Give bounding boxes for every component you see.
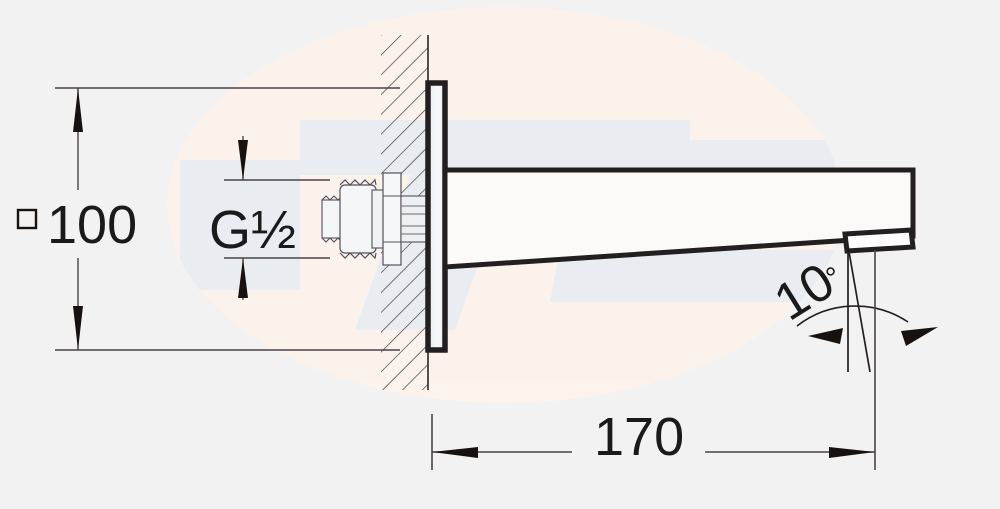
body-thread-bottom	[339, 252, 377, 260]
dimension-label-height: 100	[47, 195, 137, 255]
angle-arc	[796, 305, 909, 327]
connector-shaft	[400, 195, 429, 243]
projection-arrowhead-left	[432, 447, 478, 458]
angle-inclined-line	[847, 245, 871, 373]
angle-arrowhead-left	[808, 328, 843, 344]
escutcheon-plate	[425, 80, 448, 353]
body-thread-top	[339, 178, 377, 186]
escutcheon-plate-body	[425, 80, 448, 353]
dimension-thread-g-half: G½	[209, 136, 330, 300]
dimension-label-projection: 170	[594, 407, 684, 467]
threaded-connector-g-half	[321, 172, 429, 266]
thread-arrowhead-down	[238, 140, 248, 180]
thread-arrowhead-up	[238, 258, 248, 298]
fixing-nut	[382, 172, 402, 266]
dimension-projection-170: 170	[431, 250, 876, 470]
outlet-aerator	[842, 227, 916, 254]
arrowhead-down	[73, 306, 83, 350]
square-section-symbol	[16, 208, 38, 230]
projection-arrowhead-right	[829, 447, 875, 458]
arrowhead-up	[73, 88, 83, 132]
spout-outlet-nozzle	[842, 227, 916, 254]
dimension-label-thread: G½	[209, 200, 296, 260]
angle-arrowhead-right	[901, 327, 938, 346]
dimension-height-100: 100	[16, 87, 400, 351]
connector-body	[339, 184, 377, 254]
